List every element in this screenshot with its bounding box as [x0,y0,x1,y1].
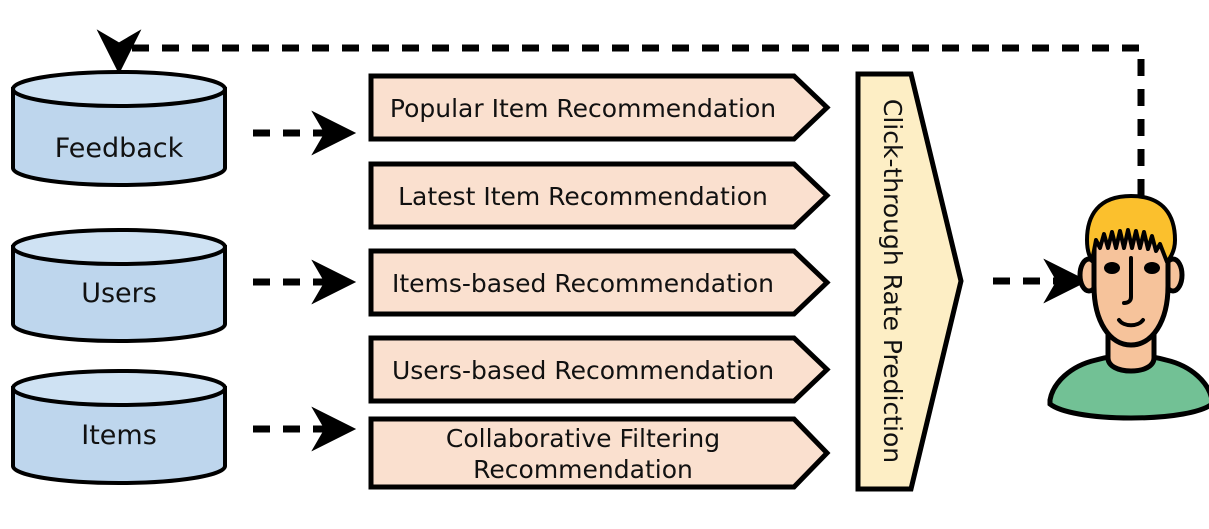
chevron-shape [368,248,831,317]
database-cylinder-icon [11,87,227,187]
datastore-items[interactable]: Items [11,369,227,485]
avatar-eye-right [1144,262,1160,274]
pipeline-collaborative-filtering[interactable]: Collaborative Filtering Recommendation [368,416,831,490]
chevron-shape [368,161,831,230]
database-cylinder-icon [11,386,227,485]
datastore-label-items: Items [81,420,157,451]
avatar-mouth [1117,318,1145,328]
database-cylinder-top-icon [11,70,227,108]
pipeline-latest-item[interactable]: Latest Item Recommendation [368,161,831,230]
avatar-hair [1085,194,1177,264]
datastore-label-feedback: Feedback [55,133,184,164]
avatar-eye-left [1104,262,1120,274]
avatar-nose [1122,256,1133,305]
pipeline-popular-item[interactable]: Popular Item Recommendation [368,73,831,142]
pipeline-items-based[interactable]: Items-based Recommendation [368,248,831,317]
pipeline-label-collaborative-filtering-line1: Collaborative Filtering [446,424,720,453]
pipeline-label-latest-item: Latest Item Recommendation [398,182,768,211]
chevron-shape [368,73,831,142]
ctr-prediction-label: Click-through Rate Prediction [878,99,907,463]
pipeline-label-collaborative-filtering-line2: Recommendation [473,455,693,484]
database-cylinder-icon [11,245,227,343]
pipeline-label-items-based: Items-based Recommendation [392,269,774,298]
database-cylinder-top-icon [11,228,227,266]
datastore-label-users: Users [81,278,157,309]
chevron-shape [368,416,831,490]
user-avatar-icon[interactable] [1047,194,1209,421]
connector-user-to-feedback-loop [96,29,1145,196]
chevron-shape [368,335,831,404]
database-cylinder-top-icon [11,369,227,407]
ctr-chevron-shape [855,71,964,492]
pipeline-label-popular-item: Popular Item Recommendation [390,94,776,123]
datastore-feedback[interactable]: Feedback [11,70,227,187]
pipeline-users-based[interactable]: Users-based Recommendation [368,335,831,404]
pipeline-label-users-based: Users-based Recommendation [392,356,774,385]
datastore-users[interactable]: Users [11,228,227,343]
ctr-prediction-block[interactable]: Click-through Rate Prediction [855,71,964,492]
